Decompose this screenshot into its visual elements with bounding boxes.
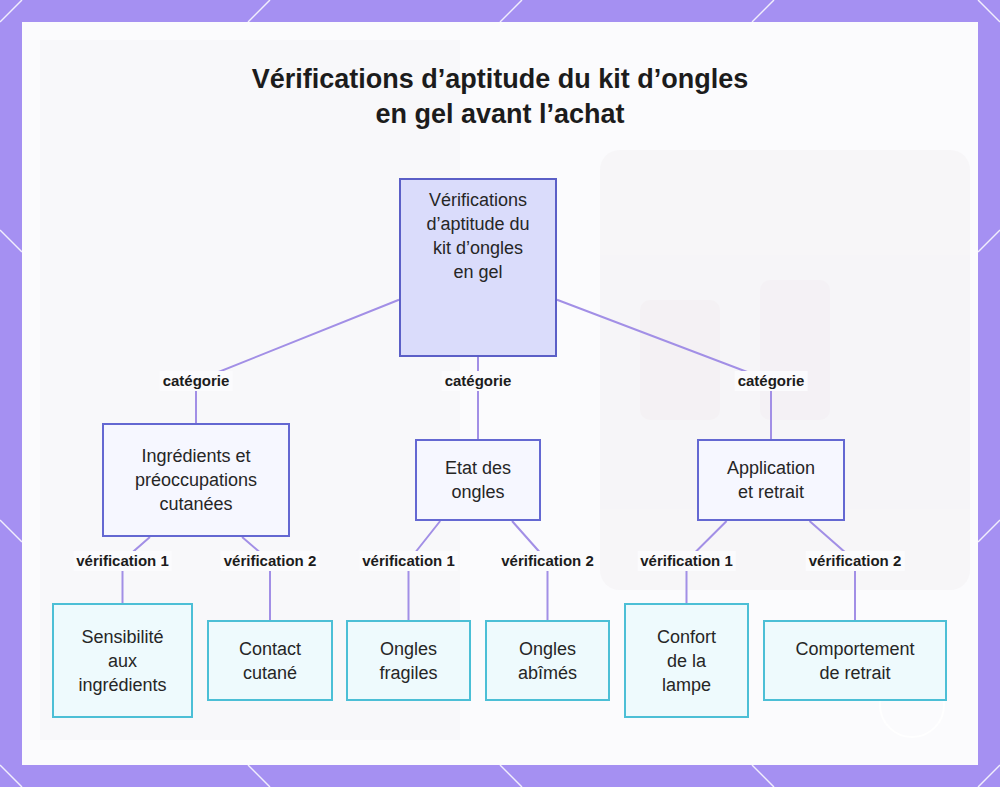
edge-label: vérification 2	[221, 551, 320, 571]
edge-label: vérification 1	[73, 551, 172, 571]
category-box: Ingrédients et préoccupations cutanées	[102, 423, 290, 537]
root-box: Vérifications d’aptitude du kit d’ongles…	[399, 178, 557, 357]
check-box: Ongles fragiles	[346, 620, 471, 701]
check-box: Contact cutané	[207, 620, 333, 701]
check-box: Comportement de retrait	[763, 620, 947, 701]
node-text: Vérifications d’aptitude du kit d’ongles…	[423, 188, 533, 284]
canvas-panel	[22, 22, 978, 765]
edge-label: vérification 2	[498, 551, 597, 571]
diagram-title: Vérifications d’aptitude du kit d’ongles…	[250, 62, 750, 132]
category-box: Application et retrait	[697, 439, 845, 521]
node-text: Contact cutané	[231, 637, 309, 685]
edge-label: catégorie	[160, 371, 233, 391]
check-box: Sensibilité aux ingrédients	[52, 603, 193, 718]
check-box: Confort de la lampe	[624, 603, 749, 718]
edge-label: vérification 2	[806, 551, 905, 571]
edge-label: catégorie	[735, 371, 808, 391]
edge-label: vérification 1	[637, 551, 736, 571]
node-text: Sensibilité aux ingrédients	[72, 625, 173, 697]
connector-line	[196, 300, 399, 423]
node-text: Ingrédients et préoccupations cutanées	[124, 444, 268, 516]
faded-illustration	[40, 40, 970, 740]
connector-line	[557, 300, 771, 439]
node-text: Ongles abîmés	[509, 637, 586, 685]
connector-line	[242, 537, 270, 620]
node-text: Comportement de retrait	[791, 637, 919, 685]
node-text: Etat des ongles	[437, 456, 519, 504]
node-text: Application et retrait	[721, 456, 821, 504]
node-text: Confort de la lampe	[651, 625, 722, 697]
connector-line	[477, 357, 479, 439]
edge-label: vérification 1	[359, 551, 458, 571]
edge-label: catégorie	[442, 371, 515, 391]
category-box: Etat des ongles	[415, 439, 541, 521]
check-box: Ongles abîmés	[485, 620, 610, 701]
node-text: Ongles fragiles	[370, 637, 447, 685]
